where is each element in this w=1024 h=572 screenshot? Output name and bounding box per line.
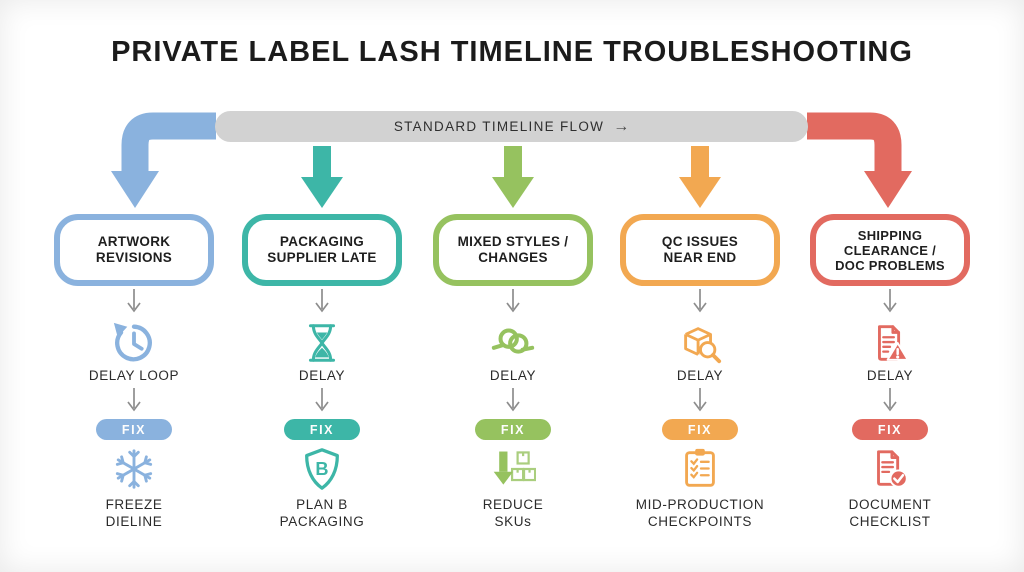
fix-label: REDUCE SKUs (482, 497, 544, 529)
timeline-flow-arrows (111, 112, 912, 208)
reduce-boxes-icon (490, 446, 536, 492)
column-mixed-styles-changes: MIXED STYLES / CHANGES DELAY FIX (425, 214, 601, 530)
right-arrow-icon: → (613, 117, 630, 135)
flow-arrow-mixed-styles (492, 146, 534, 208)
column-artwork-revisions: ARTWORK REVISIONS DELAY LOOP FIX (46, 214, 222, 530)
problem-box: PACKAGING SUPPLIER LATE (242, 214, 402, 286)
fix-badge: FIX (662, 419, 738, 440)
fix-badge: FIX (475, 419, 551, 440)
fix-label: DOCUMENT CHECKLIST (848, 497, 932, 529)
fix-label: MID-PRODUCTION CHECKPOINTS (635, 497, 765, 529)
document-check-icon (867, 446, 913, 492)
column-shipping-clearance-doc-problems: SHIPPING CLEARANCE / DOC PROBLEMS (802, 214, 978, 530)
problem-box: QC ISSUES NEAR END (620, 214, 780, 286)
column-qc-issues-near-end: QC ISSUES NEAR END DELAY FIX (612, 214, 788, 530)
problem-line: CLEARANCE / (843, 242, 937, 258)
flow-arrow-packaging (301, 146, 343, 208)
flow-arrow-shipping (807, 112, 912, 208)
flow-arrow-qc (679, 146, 721, 208)
fix-badge: FIX (96, 419, 172, 440)
down-connector-icon (315, 388, 329, 412)
standard-timeline-banner: STANDARD TIMELINE FLOW → (215, 111, 808, 142)
problem-line: PACKAGING (279, 234, 365, 249)
package-inspect-icon (677, 320, 723, 366)
down-connector-icon (506, 388, 520, 412)
shield-letter: B (315, 459, 328, 479)
banner-label: STANDARD TIMELINE FLOW (393, 119, 605, 134)
knot-icon (490, 320, 536, 366)
down-connector-icon (506, 289, 520, 313)
flow-arrow-artwork (111, 112, 216, 208)
down-connector-icon (127, 388, 141, 412)
history-clock-icon (111, 320, 157, 366)
delay-label: DELAY (866, 368, 914, 383)
problem-line: QC ISSUES (661, 234, 739, 249)
problem-line: NEAR END (663, 250, 737, 265)
problem-line: REVISIONS (95, 250, 173, 265)
problem-line: MIXED STYLES / (457, 234, 569, 249)
hourglass-icon (299, 320, 345, 366)
fix-label: PLAN B PACKAGING (279, 497, 365, 529)
fix-badge: FIX (852, 419, 928, 440)
shield-b-icon: B (299, 446, 345, 492)
document-alert-icon (867, 320, 913, 366)
snowflake-icon (111, 446, 157, 492)
problem-line: SHIPPING (857, 227, 923, 243)
delay-label: DELAY (489, 368, 537, 383)
down-connector-icon (693, 388, 707, 412)
fix-badge: FIX (284, 419, 360, 440)
down-connector-icon (127, 289, 141, 313)
column-packaging-supplier-late: PACKAGING SUPPLIER LATE DELAY FIX (234, 214, 410, 530)
down-connector-icon (883, 388, 897, 412)
down-connector-icon (315, 289, 329, 313)
problem-line: CHANGES (478, 250, 548, 265)
down-connector-icon (693, 289, 707, 313)
problem-box: MIXED STYLES / CHANGES (433, 214, 593, 286)
problem-box: SHIPPING CLEARANCE / DOC PROBLEMS (810, 214, 970, 286)
down-connector-icon (883, 289, 897, 313)
fix-label: FREEZE DIELINE (105, 497, 163, 529)
problem-line: SUPPLIER LATE (267, 250, 377, 265)
delay-label: DELAY (298, 368, 346, 383)
delay-label: DELAY (676, 368, 724, 383)
delay-label: DELAY LOOP (88, 368, 180, 383)
problem-box: ARTWORK REVISIONS (54, 214, 214, 286)
problem-line: DOC PROBLEMS (835, 257, 945, 273)
clipboard-check-icon (677, 446, 723, 492)
page-title: PRIVATE LABEL LASH TIMELINE TROUBLESHOOT… (111, 36, 913, 68)
problem-line: ARTWORK (97, 234, 171, 249)
